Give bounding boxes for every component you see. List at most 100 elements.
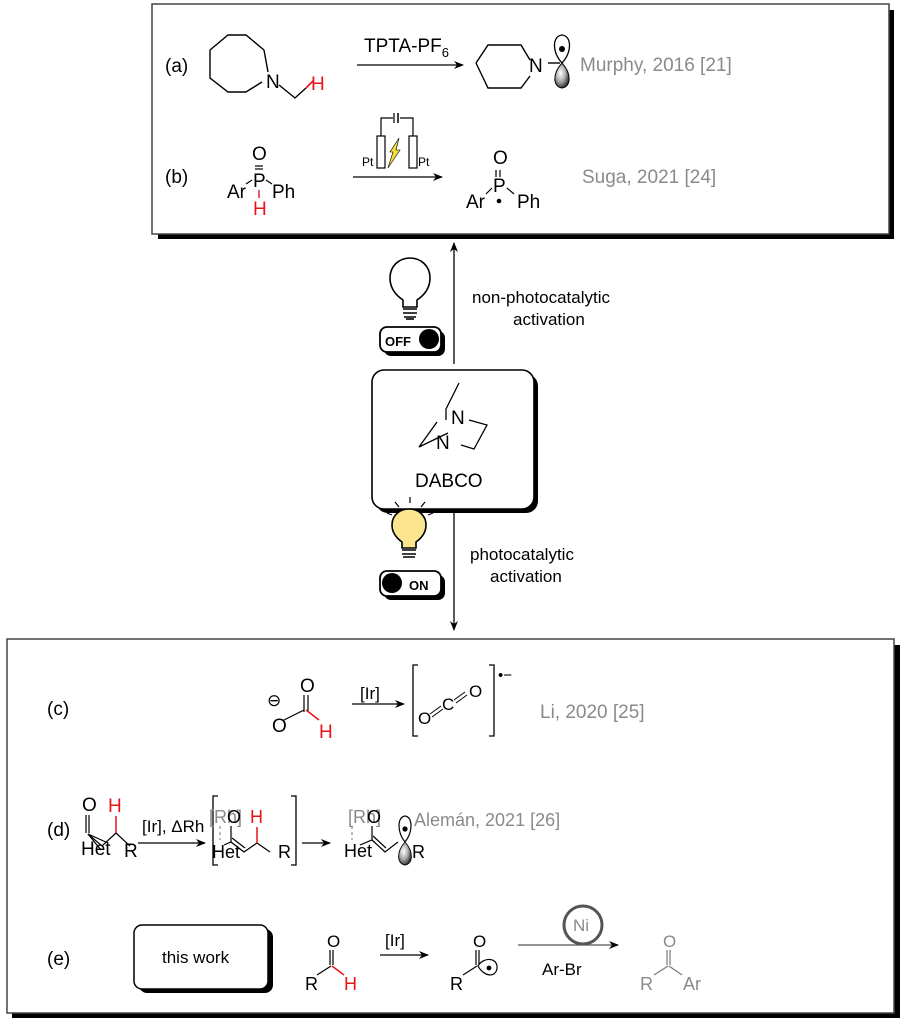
bond — [485, 187, 493, 195]
this-work-badge: this work — [133, 924, 273, 993]
electrode-left-label: Pt — [362, 155, 374, 169]
ch-bond-highlight — [305, 79, 315, 89]
atom-O: O — [300, 676, 315, 697]
piperidine-substrate — [209, 34, 307, 99]
atom-H-highlight: H — [319, 722, 333, 743]
product-atom-Ar: Ar — [683, 974, 701, 994]
atom-O: O — [252, 144, 267, 165]
product-atom-R: R — [640, 974, 653, 994]
atom-R: R — [412, 842, 425, 862]
atom-O: O — [82, 795, 97, 816]
nonphoto-line2: activation — [513, 310, 585, 329]
atom-H-highlight: H — [344, 974, 357, 994]
bond — [283, 709, 305, 721]
electrode-right-label: Pt — [418, 155, 430, 169]
coupling-partner: Ar-Br — [542, 960, 582, 979]
product-atom-N: N — [529, 56, 543, 77]
this-work-label: this work — [162, 948, 230, 967]
enolate-chain — [223, 841, 271, 853]
radical-dot — [496, 198, 502, 204]
citation-murphy: Murphy, 2016 [21] — [580, 55, 732, 76]
bond — [653, 965, 669, 976]
toggle-switch-on[interactable]: ON — [379, 570, 445, 600]
nickel-label: Ni — [573, 916, 589, 935]
atom-O: O — [227, 807, 241, 827]
atom-O: O — [367, 807, 381, 827]
bond — [668, 965, 683, 976]
lightbulb-off-icon — [389, 257, 431, 320]
co2-bonds — [429, 691, 468, 718]
electrochemical-cell-icon: Pt Pt — [362, 113, 430, 169]
atom-Het: Het — [212, 842, 240, 862]
photo-line1: photocatalytic — [470, 545, 574, 564]
reagent-ir-rh: [Ir], ΔRh — [142, 817, 204, 836]
enolate-double — [231, 837, 246, 849]
reaction-label-d: (d) — [47, 820, 70, 841]
p-orbital-icon — [398, 815, 412, 866]
radical-double — [372, 835, 387, 849]
atom-O: O — [327, 932, 340, 951]
reaction-label-c: (c) — [47, 699, 69, 720]
p-orbital-icon — [553, 34, 571, 89]
reagent-ir: [Ir] — [385, 931, 405, 950]
dabco-atom-N: N — [436, 433, 450, 454]
atom-R: R — [450, 974, 463, 994]
atom-Ar: Ar — [227, 182, 247, 203]
co2-O: O — [469, 682, 482, 701]
reagent-tpta: TPTA-PF6 — [364, 36, 449, 60]
bracket-right — [489, 664, 495, 737]
atom-H-highlight: H — [311, 74, 325, 95]
product-atom-O: O — [493, 148, 508, 169]
reaction-label-b: (b) — [165, 167, 188, 188]
bond — [265, 179, 273, 185]
bond — [462, 965, 478, 976]
product-atom-P: P — [493, 176, 506, 197]
radical-anion-charge: •− — [498, 667, 512, 684]
bond — [506, 187, 515, 195]
atom-O: O — [473, 932, 486, 951]
atom-P: P — [253, 171, 266, 192]
co2-O: O — [418, 709, 431, 728]
citation-aleman: Alemán, 2021 [26] — [414, 810, 560, 830]
lightbulb-on-icon — [386, 497, 434, 558]
minus-charge: ⊖ — [267, 691, 281, 710]
atom-N: N — [266, 72, 280, 93]
bond — [245, 179, 253, 185]
product-atom-Ph: Ph — [517, 192, 540, 213]
bracket-left — [212, 795, 218, 866]
acyl-orbital-icon — [477, 958, 498, 976]
citation-li: Li, 2020 [25] — [540, 702, 645, 723]
atom-H-highlight: H — [108, 796, 122, 817]
rh-complex-label: [Rh] — [209, 807, 242, 827]
toggle-switch-off[interactable]: OFF — [379, 326, 445, 356]
bracket-left — [412, 664, 418, 737]
co2-C: C — [442, 695, 454, 714]
piperidine-product — [475, 44, 560, 89]
toggle-label-off: OFF — [385, 334, 411, 349]
atom-Ph: Ph — [272, 182, 295, 203]
rh-complex-label: [Rh] — [348, 807, 381, 827]
reaction-label-e: (e) — [47, 949, 70, 970]
reagent-ir: [Ir] — [360, 684, 380, 703]
product-atom-Ar: Ar — [466, 192, 486, 213]
atom-R: R — [305, 974, 318, 994]
nonphoto-line1: non-photocatalytic — [472, 288, 610, 307]
bracket-right — [291, 795, 297, 866]
nickel-catalyst-cycle-icon: Ni — [562, 904, 604, 946]
ring-bond — [245, 81, 263, 93]
skeleton-chain — [87, 832, 131, 847]
atom-H-highlight: H — [253, 199, 267, 220]
dabco-card: N N DABCO — [371, 369, 538, 513]
dabco-label: DABCO — [415, 471, 483, 492]
radical-chain — [359, 839, 399, 853]
atom-H-highlight: H — [250, 807, 263, 827]
toggle-label-on: ON — [409, 578, 429, 593]
ch-bond-highlight — [331, 965, 345, 976]
atom-O: O — [272, 716, 287, 737]
dabco-structure — [418, 382, 488, 450]
bond — [316, 965, 332, 976]
atom-R: R — [124, 841, 138, 862]
lightning-icon — [387, 137, 401, 169]
atom-Het: Het — [344, 841, 372, 861]
